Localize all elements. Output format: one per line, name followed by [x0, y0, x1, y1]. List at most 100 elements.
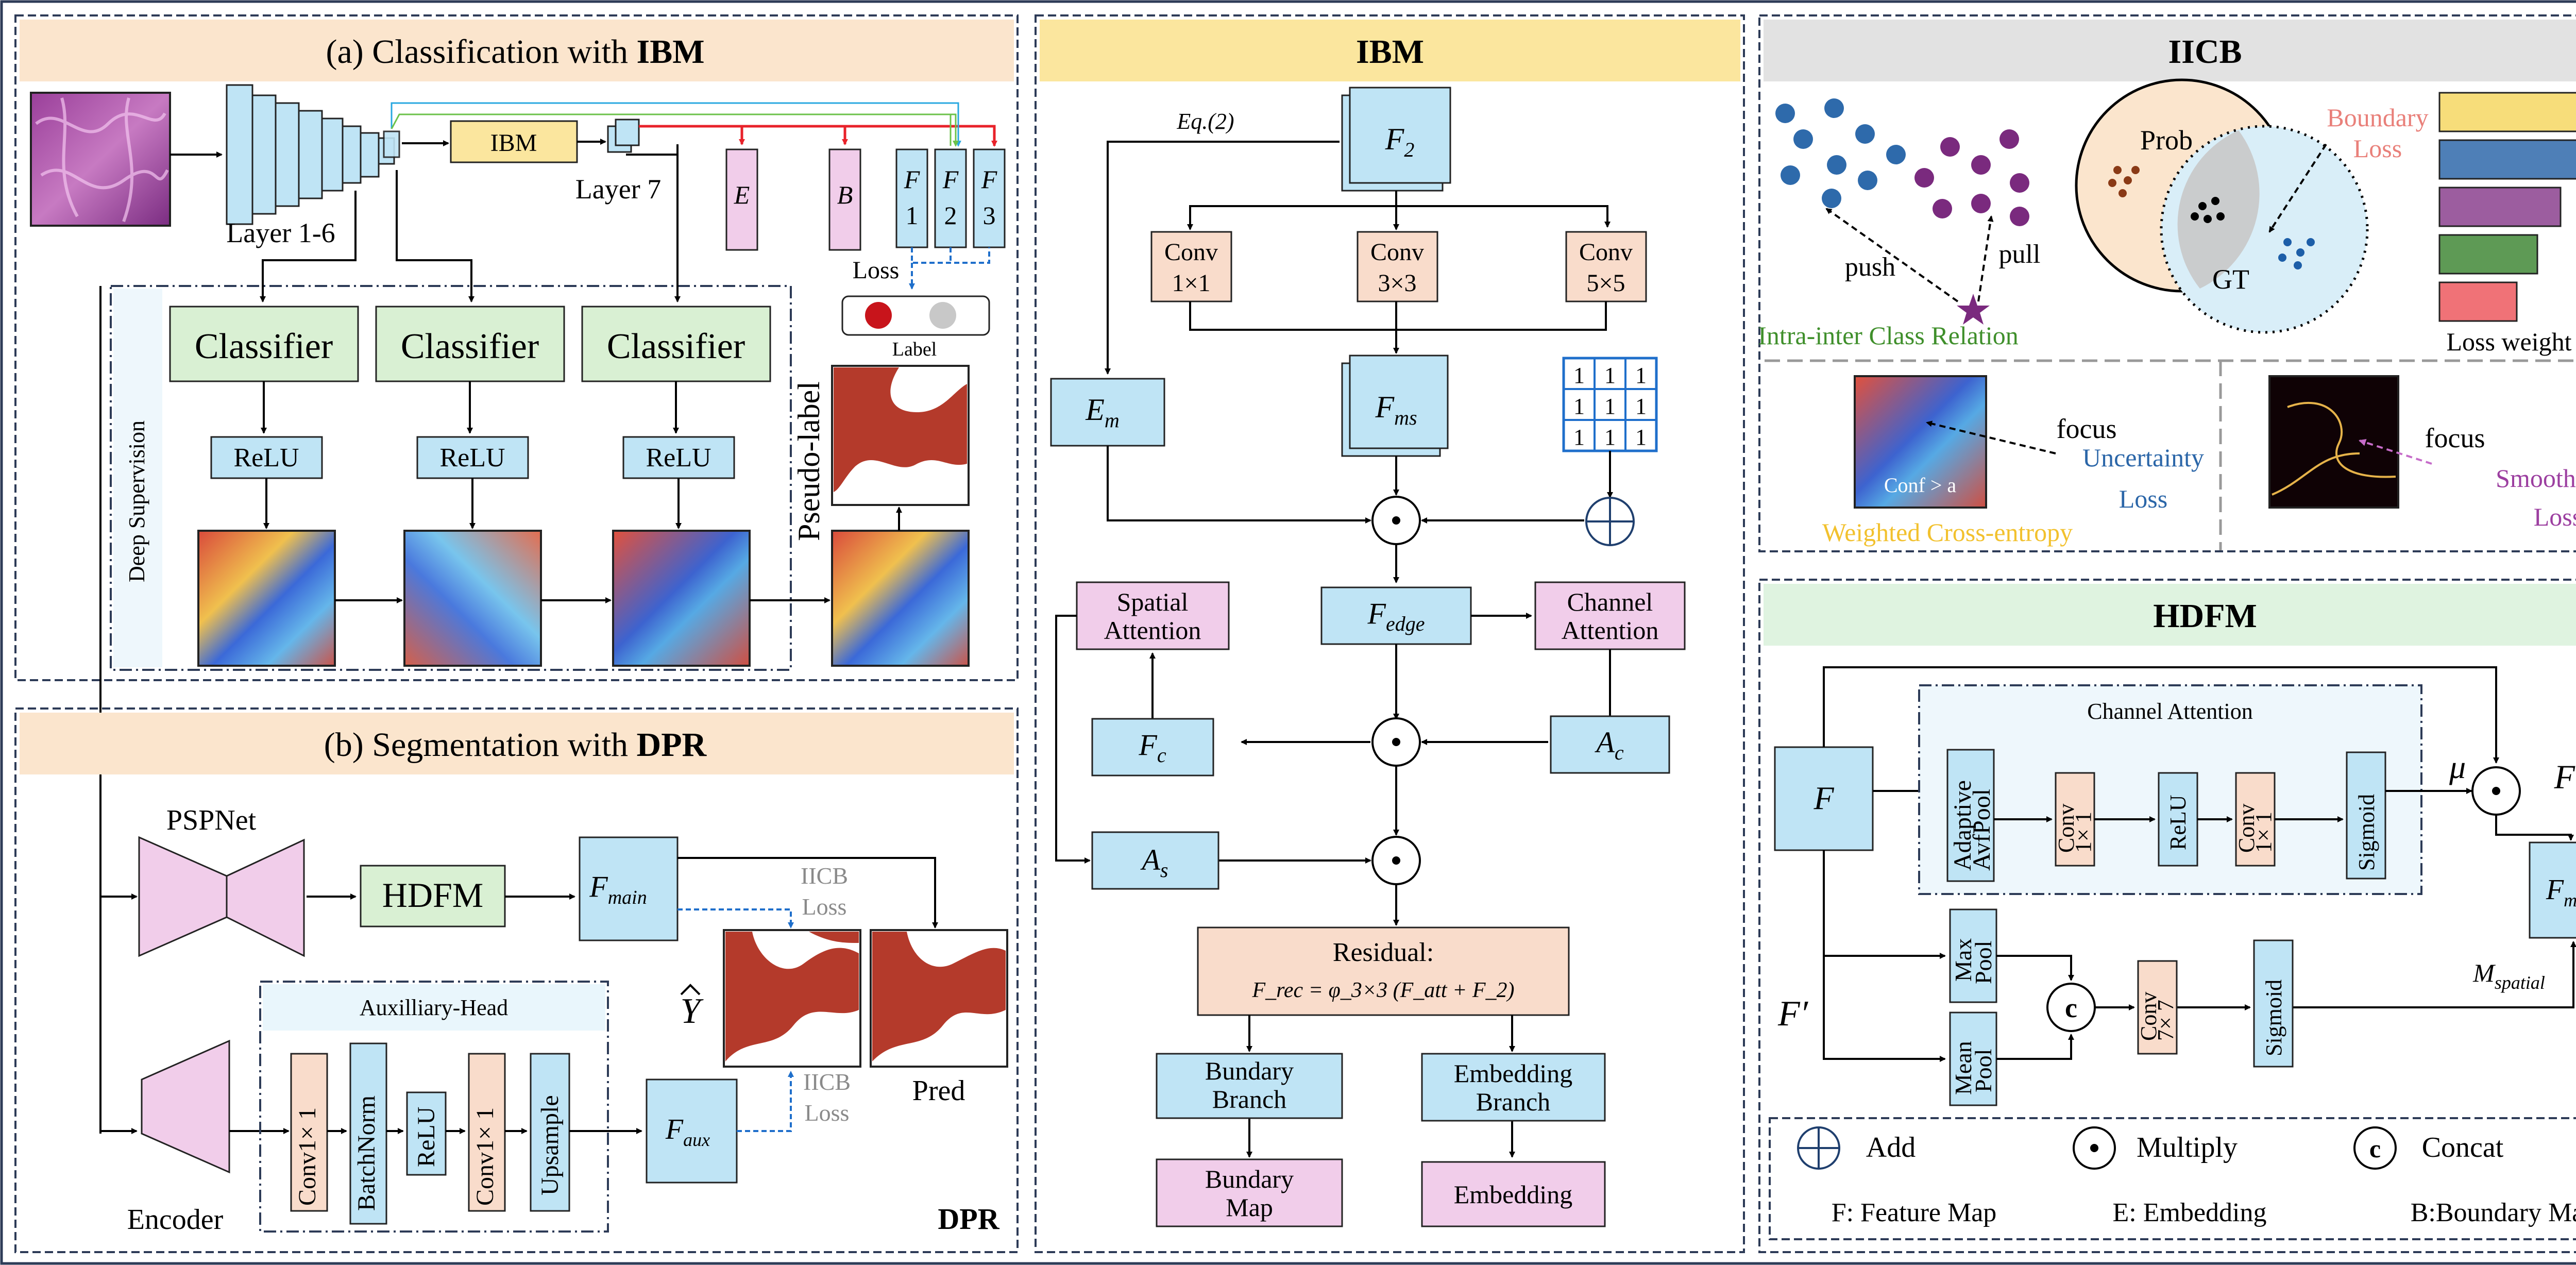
panel-b-title: (b) Segmentation with DPR: [324, 726, 707, 764]
dpr-corner-label: DPR: [938, 1202, 999, 1236]
embedding-box: [1421, 1161, 1606, 1227]
svg-text:Bundary: Bundary: [1205, 1165, 1294, 1193]
svg-text:2: 2: [944, 201, 957, 230]
svg-text:c: c: [2369, 1134, 2381, 1163]
hdfm-channel-blocks: Adaptive AvfPool Conv 1× 1 ReLU Conv 1× …: [1946, 749, 2386, 882]
residual-formula: F_rec = φ_3×3 (F_att + F_2): [1251, 979, 1514, 1002]
panel-a-classification: (a) Classification with IBM Layer 1-6 IB…: [14, 14, 1019, 1134]
svg-text:c: c: [2065, 992, 2077, 1023]
svg-text:F: F: [981, 165, 997, 194]
embedding-branch-box: [1421, 1053, 1606, 1122]
concat-op: [2046, 983, 2096, 1032]
svg-text:1: 1: [1635, 363, 1647, 388]
legend-multiply: Multiply: [2137, 1132, 2238, 1163]
svg-text:Adaptive: Adaptive: [1949, 780, 1976, 871]
svg-text:1: 1: [1635, 425, 1647, 450]
svg-text:Conv: Conv: [1370, 239, 1424, 266]
loss-weight-bars: [2438, 92, 2576, 322]
legend-concat: Concat: [2422, 1132, 2504, 1163]
pspnet-label: PSPNet: [166, 804, 257, 836]
pspnet-encoder-shape: [138, 836, 228, 957]
hdfm-f-label: F: [1813, 780, 1834, 816]
hdfm-panel-title: HDFM: [2153, 597, 2257, 635]
smoothness-loss-label-2: Loss: [2534, 502, 2576, 531]
residual-label: Residual:: [1333, 938, 1434, 967]
uncertainty-loss-label-1: Uncertainty: [2082, 443, 2204, 472]
svg-text:Pool: Pool: [1970, 941, 1996, 984]
svg-text:1×1: 1×1: [1172, 269, 1210, 297]
svg-text:Conv1× 1: Conv1× 1: [471, 1107, 499, 1206]
mean-pool-box: [1949, 1011, 1997, 1106]
fms-label: Fms: [1375, 390, 1417, 429]
panel-ibm: IBM Eq.(2) F2 Conv 1×1 Conv 3×3 Conv 5×5: [1035, 14, 1745, 1253]
weighted-ce-heatmap: [1854, 375, 1987, 509]
mu-label: μ: [2449, 749, 2466, 785]
hdfm-channel-attention-label: Channel Attention: [2087, 699, 2252, 724]
fc-label: Fc: [1138, 728, 1166, 767]
iicb-panel-title: IICB: [2168, 33, 2242, 71]
y-hat-label: Y: [681, 991, 704, 1031]
svg-text:1: 1: [1604, 363, 1616, 388]
smoothness-boundary-image: [2268, 375, 2399, 509]
svg-text:Attention: Attention: [1104, 616, 1201, 645]
boundary-loss-label-1: Boundary: [2327, 103, 2428, 132]
svg-text:5×5: 5×5: [1586, 269, 1625, 297]
f-prime-left-label: F′: [1777, 994, 1809, 1034]
label-caption: Label: [892, 339, 937, 360]
svg-text:Classifier: Classifier: [607, 327, 745, 366]
svg-text:Attention: Attention: [1562, 616, 1659, 645]
focus-label-1: focus: [2057, 413, 2117, 444]
sigmoid2-box: [2253, 939, 2294, 1068]
svg-text:Sigmoid: Sigmoid: [2261, 980, 2286, 1056]
relu-row: ReLU ReLU ReLU: [210, 436, 735, 479]
m-spatial-label: Mspatial: [2472, 958, 2545, 993]
heatmaps-row: [197, 530, 970, 667]
aux-head-label: Auxilliary-Head: [360, 995, 508, 1020]
svg-text:1× 1: 1× 1: [2071, 812, 2096, 853]
panel-a-title: (a) Classification with IBM: [326, 33, 704, 71]
svg-text:BatchNorm: BatchNorm: [353, 1095, 380, 1211]
hdfm-block: [360, 865, 506, 927]
svg-text:3: 3: [983, 201, 996, 230]
svg-text:Branch: Branch: [1476, 1087, 1550, 1116]
svg-text:Channel: Channel: [1567, 587, 1653, 616]
max-pool-box: [1949, 908, 1997, 1003]
svg-text:Conv: Conv: [2234, 804, 2259, 853]
em-box: [1050, 378, 1165, 447]
svg-text:1: 1: [1573, 394, 1585, 419]
svg-text:Sigmoid: Sigmoid: [2354, 794, 2379, 871]
svg-text:Embedding: Embedding: [1454, 1180, 1573, 1209]
svg-text:Upsample: Upsample: [536, 1095, 564, 1195]
class-dots: [1775, 98, 2029, 226]
iicb-loss-bottom-1: IICB: [803, 1069, 851, 1095]
svg-text:Conv1× 1: Conv1× 1: [294, 1107, 321, 1206]
conf-label: Conf > a: [1884, 474, 1957, 497]
as-label: As: [1140, 843, 1168, 882]
panel-iicb: IICB push pull Intra-inter Class Relatio…: [1758, 14, 2576, 552]
deep-supervision-label: Deep Supervision: [124, 420, 149, 582]
boundary-loss-label-2: Loss: [2353, 134, 2402, 163]
svg-text:Max: Max: [1950, 938, 1976, 982]
svg-text:Classifier: Classifier: [401, 327, 539, 366]
iicb-loss-top-2: Loss: [802, 893, 847, 920]
hdfm-f-main-box: [2529, 841, 2576, 939]
f2-label: F2: [1385, 122, 1415, 161]
svg-text:ReLU: ReLU: [439, 443, 505, 473]
svg-text:1: 1: [1635, 394, 1647, 419]
focus-label-2: focus: [2425, 423, 2485, 453]
legend-b-def: B:Boundary Map: [2411, 1198, 2576, 1227]
svg-text:Embedding: Embedding: [1454, 1059, 1573, 1088]
svg-text:ReLU: ReLU: [2165, 795, 2191, 850]
em-label: Em: [1085, 393, 1120, 432]
svg-text:Classifier: Classifier: [195, 327, 333, 366]
iicb-loss-bottom-2: Loss: [805, 1100, 850, 1126]
svg-text:ReLU: ReLU: [413, 1107, 440, 1167]
F-stack: F 1 F 2 F 3: [895, 148, 1006, 248]
residual-box: [1197, 926, 1570, 1016]
gt-label: GT: [2212, 264, 2249, 295]
embedding-E-box: [725, 148, 758, 251]
svg-text:Branch: Branch: [1212, 1085, 1286, 1114]
svg-text:1: 1: [1573, 425, 1585, 450]
panel-hdfm: HDFM F Channel Attention Adaptive AvfPoo…: [1758, 579, 2576, 1253]
